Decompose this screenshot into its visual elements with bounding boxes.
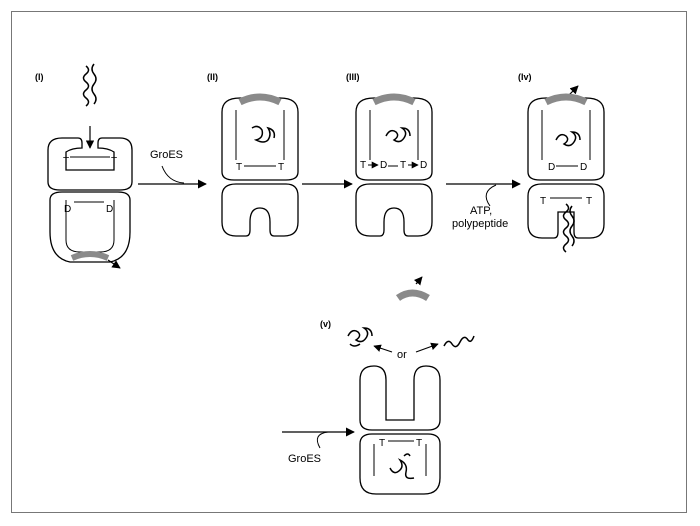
t-label: T: [278, 162, 284, 173]
groes-input-curve: [317, 432, 328, 448]
groes-cap: [72, 254, 108, 258]
d-label: D: [380, 160, 387, 171]
t-label: T: [63, 156, 69, 167]
polypeptide-entering: [564, 204, 575, 252]
ring-cavity: [542, 110, 590, 160]
stage-ii: (II) T T: [207, 72, 298, 236]
groes-label: GroES: [150, 149, 183, 161]
or-label: or: [397, 349, 407, 361]
stage-iv-label: (Iv): [518, 72, 532, 82]
t-label: T: [111, 156, 117, 167]
stage-v: (v) or T T: [320, 277, 474, 494]
t-label: T: [379, 438, 385, 449]
polypeptide-label: polypeptide: [452, 218, 508, 230]
groes-cap: [374, 97, 414, 102]
t-label: T: [586, 196, 592, 207]
stage-iii: (III) T D T D: [346, 72, 432, 236]
ring-bottom: [360, 434, 440, 494]
t-label: T: [540, 196, 546, 207]
d-label: D: [580, 162, 587, 173]
t-label: T: [236, 162, 242, 173]
atp-label: ATP,: [470, 205, 492, 217]
ring-bottom: [222, 184, 298, 236]
folded-protein: [348, 328, 372, 346]
atp-input-curve: [486, 185, 496, 206]
or-arrow-left: [374, 346, 392, 352]
polypeptide-inside: [556, 132, 580, 146]
polypeptide-inside: [386, 128, 410, 142]
t-label: T: [360, 160, 366, 171]
d-label: D: [64, 204, 71, 215]
groes-cap: [546, 97, 586, 102]
unfolded-protein: [444, 336, 474, 347]
stage-iii-label: (III): [346, 72, 360, 82]
polypeptide-inside: [252, 126, 274, 142]
stage-ii-label: (II): [207, 72, 218, 82]
ring-cavity: [370, 110, 418, 160]
stage-v-label: (v): [320, 319, 331, 329]
t-label: T: [416, 438, 422, 449]
stage-iv: (Iv) D D T T: [518, 72, 604, 252]
ring-bottom: [528, 184, 604, 238]
stage-i-label: (I): [35, 72, 44, 82]
d-label: D: [106, 204, 113, 215]
polypeptide-inside: [390, 454, 414, 478]
stage-i: (I) T T D D: [35, 64, 132, 268]
release-arrow: [416, 277, 422, 284]
t-label: T: [400, 160, 406, 171]
d-label: D: [548, 162, 555, 173]
polypeptide-squiggle: [84, 64, 97, 106]
ring-top: [528, 98, 604, 180]
ring-cavity: [236, 110, 284, 160]
groes-cap: [240, 97, 280, 102]
d-label: D: [420, 160, 427, 171]
groes-label: GroES: [288, 453, 321, 465]
ring-bottom: [356, 184, 432, 236]
or-arrow-right: [416, 344, 438, 352]
released-groes-cap: [398, 293, 428, 298]
groes-input-curve: [162, 166, 184, 183]
ring-top: [360, 366, 440, 430]
